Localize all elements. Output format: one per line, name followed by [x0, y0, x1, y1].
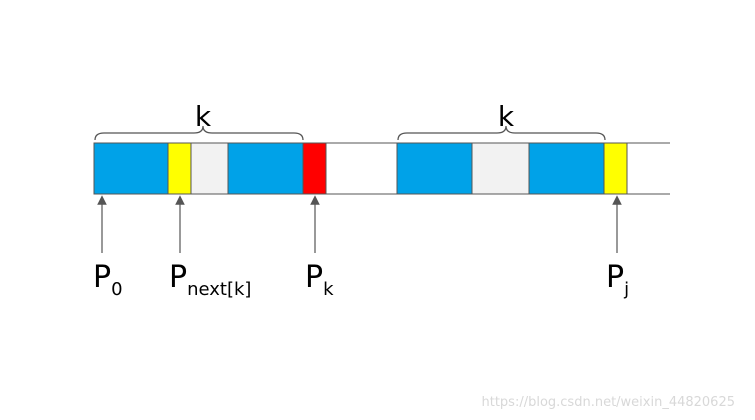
pnext-sub: next[k] [187, 279, 251, 300]
right-blue-block-2 [528, 142, 605, 195]
right-blue-block-1 [396, 142, 473, 195]
right-gap-block [471, 142, 530, 195]
right-brace [397, 125, 606, 141]
pj-sub: j [623, 279, 629, 300]
p0-sub: 0 [111, 279, 122, 300]
pnext-label: Pnext[k] [169, 260, 251, 300]
pk-main: P [305, 260, 323, 295]
pj-label: Pj [606, 260, 629, 300]
left-yellow-block [167, 142, 192, 195]
red-block [302, 142, 327, 195]
left-blue-block-1 [93, 142, 169, 195]
right-yellow-block [603, 142, 628, 195]
pnext-main: P [169, 260, 187, 295]
pj-main: P [606, 260, 624, 295]
pk-label: Pk [305, 260, 334, 300]
right-brace-label: k [498, 100, 515, 133]
pk-sub: k [323, 279, 334, 300]
left-brace [94, 125, 304, 141]
p0-label: P0 [93, 260, 123, 300]
left-blue-block-2 [227, 142, 304, 195]
left-gap-block [190, 142, 229, 195]
left-brace-label: k [195, 100, 212, 133]
p0-main: P [93, 260, 111, 295]
watermark-url: https://blog.csdn.net/weixin_44820625 [481, 395, 735, 410]
